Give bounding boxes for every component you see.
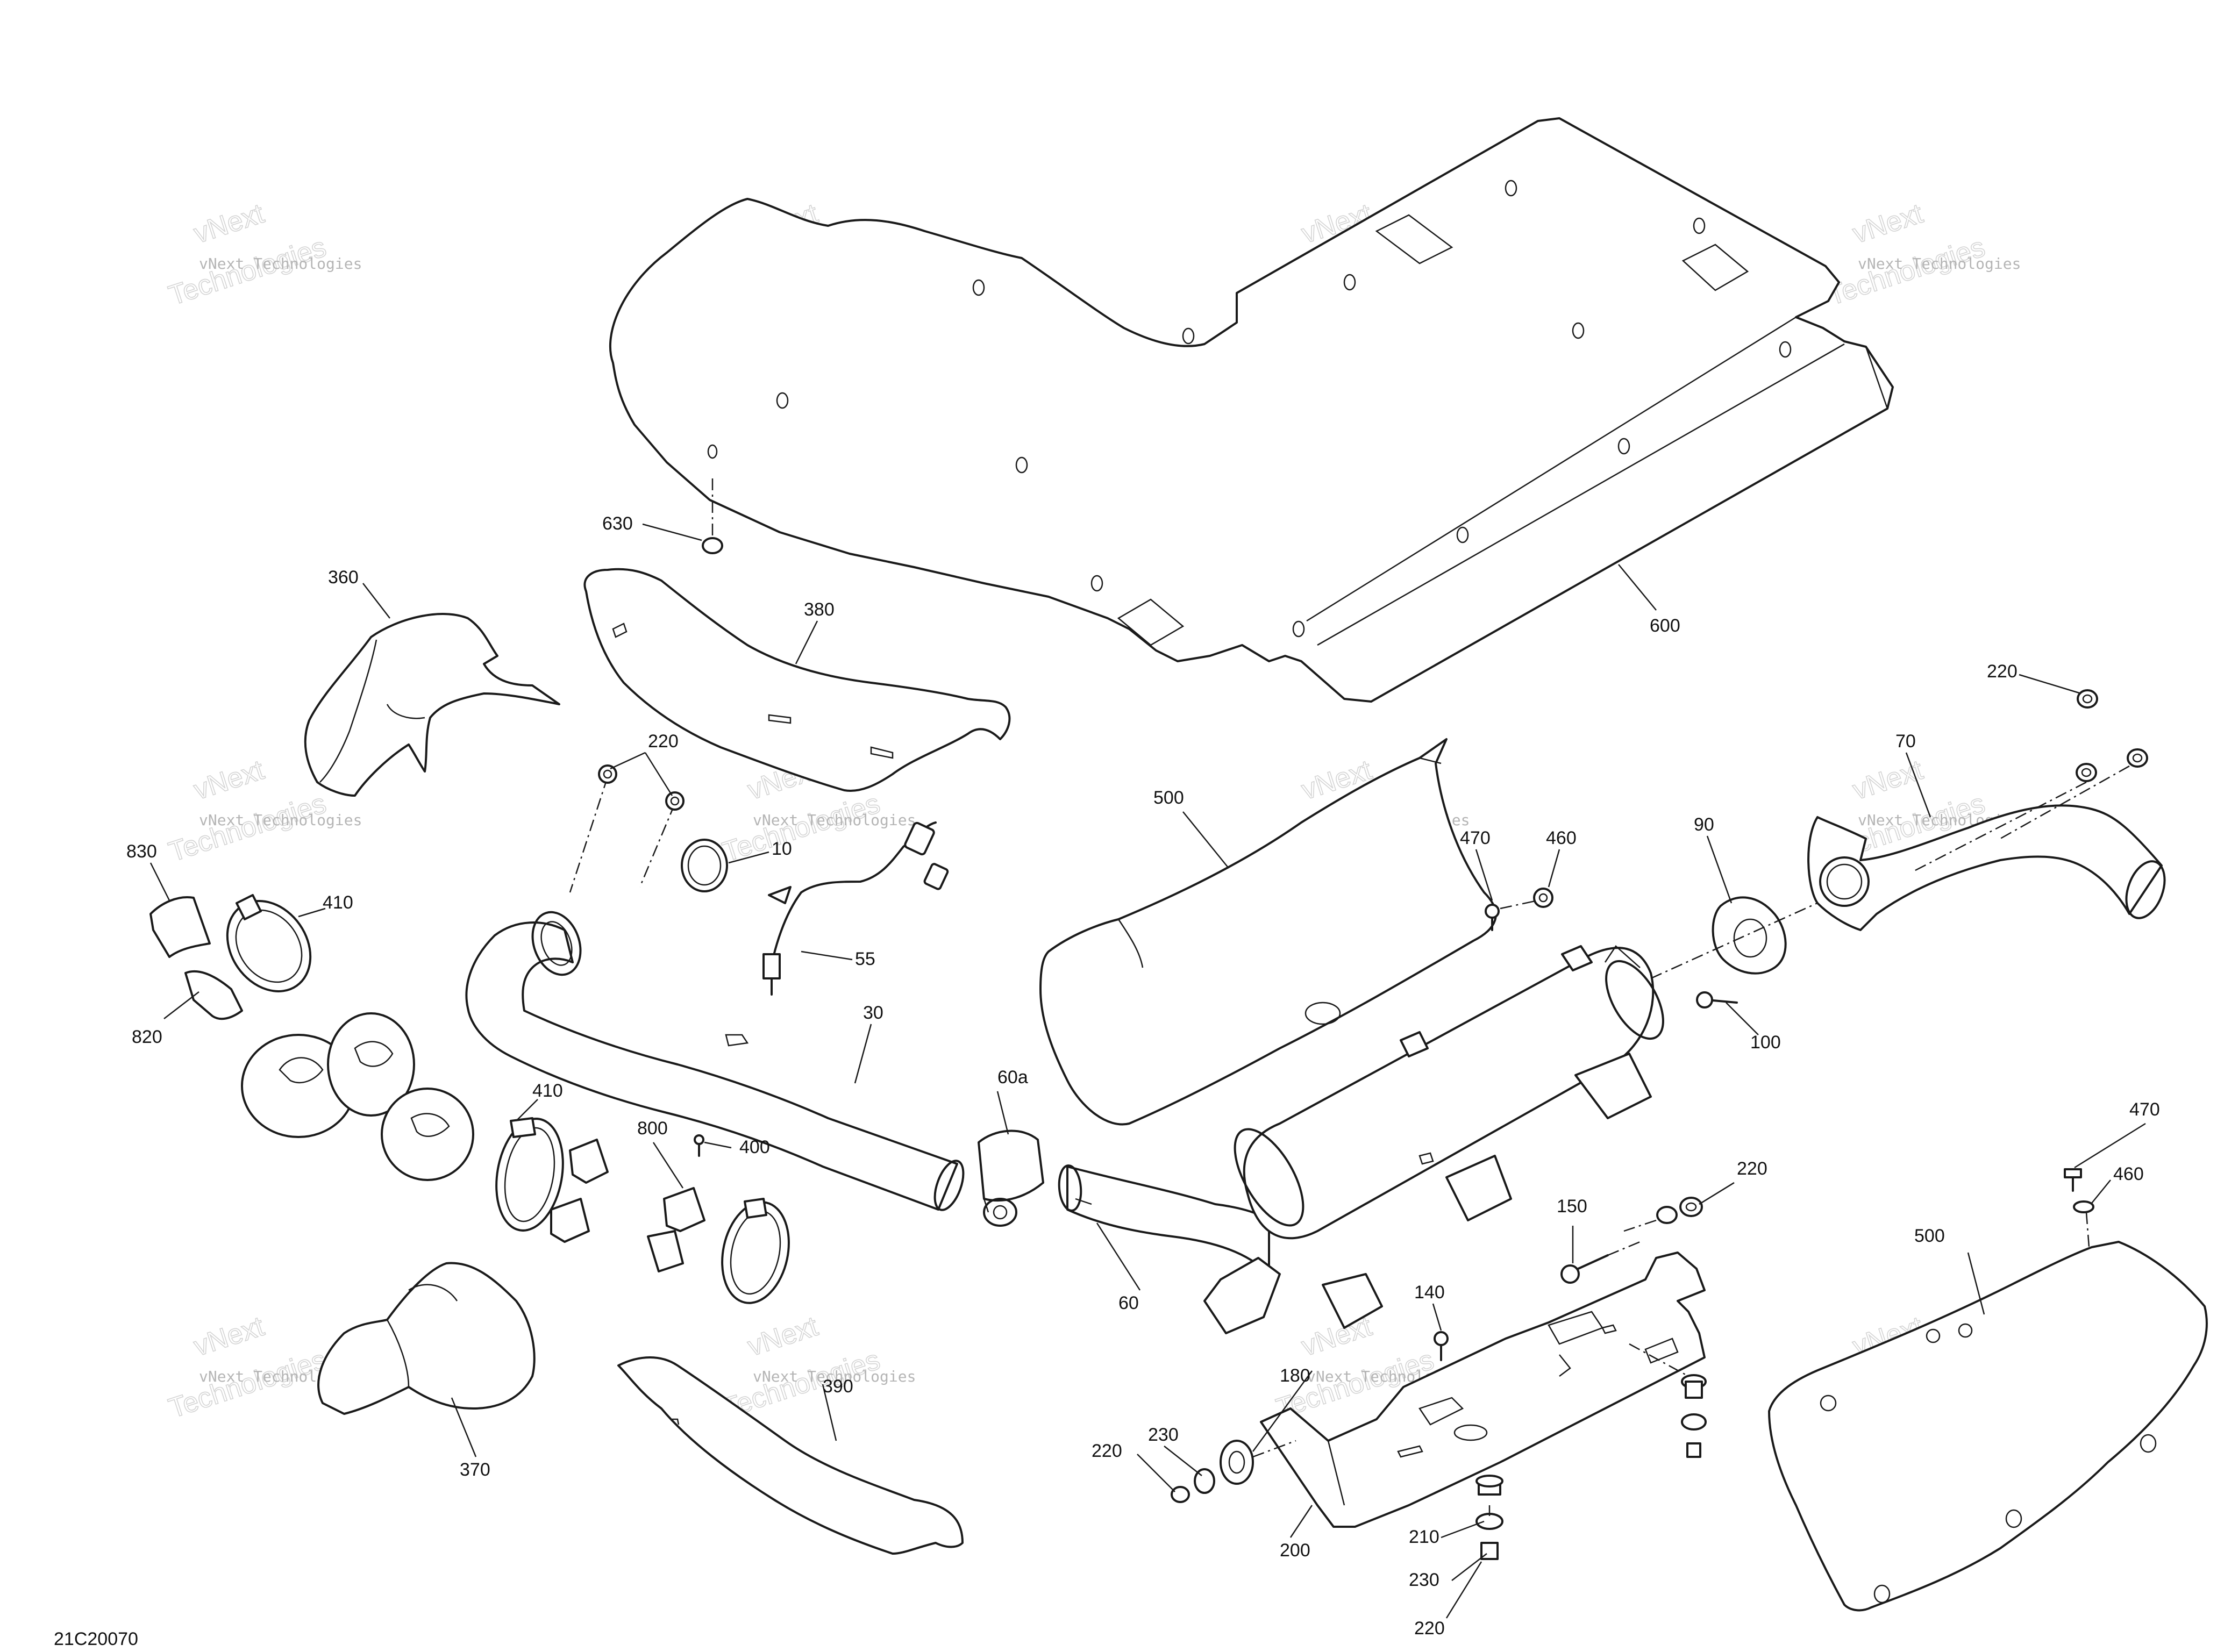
svg-text:vNext Technologies: vNext Technologies [753,1368,916,1385]
watermark: vNext Technologies vNext Technologies [165,197,362,312]
callout-60a: 60a [997,1067,1028,1088]
callout-210: 210 [1409,1527,1439,1547]
plate-fastener-bosses [707,180,1792,638]
callout-140: 140 [1414,1282,1445,1303]
svg-text:vNext: vNext [1849,754,1927,806]
callout-800: 800 [637,1118,668,1139]
callout-220-lower: 220 [1414,1618,1445,1639]
muffler [1203,945,1664,1334]
lower-heat-shield-370 [317,1262,536,1415]
clamp-410-upper [226,894,312,992]
callout-630: 630 [602,513,633,534]
callout-460: 460 [1546,828,1577,848]
callout-220: 220 [648,731,679,752]
callout-180: 180 [1280,1365,1310,1386]
callout-90: 90 [1694,814,1714,835]
callout-360: 360 [328,567,359,588]
lower-pipe-heat-shield-390 [617,1356,964,1555]
svg-text:vNext: vNext [1849,198,1927,249]
bolt-100 [1696,991,1738,1009]
dash-line-470-460 [1500,899,1538,910]
callout-230-lower: 230 [1409,1570,1439,1590]
callout-470-lower: 470 [2129,1099,2160,1120]
callout-830: 830 [126,841,157,862]
clamp-410-lower [495,1117,564,1232]
muffler-heat-shield-500-lower [1768,1241,2208,1612]
nut-220-pipe-flange [569,764,685,893]
callout-60: 60 [1118,1293,1139,1313]
svg-text:vNext Technologies: vNext Technologies [753,811,916,829]
nut-220-tailpipe [1914,689,2148,872]
clip-820 [184,970,243,1020]
callout-600: 600 [1650,616,1680,636]
drawing-id: 21C20070 [54,1629,138,1649]
gasket-10 [681,839,728,892]
mounting-bracket-200 [1260,1251,1706,1528]
callout-410: 410 [323,892,353,913]
washer-460-upper [1533,888,1553,908]
callout-labels: 630 600 360 380 220 10 830 410 820 55 50… [126,513,2160,1639]
tailpipe-70 [1807,804,2166,931]
bracket-800 [550,1139,705,1272]
heat-shield-plate-600 [609,117,1894,703]
svg-text:vNext Technologies: vNext Technologies [199,811,362,829]
callout-70: 70 [1895,731,1916,752]
callout-150: 150 [1557,1196,1587,1217]
callout-410-lower: 410 [532,1081,563,1101]
rear-pipe-60 [1058,1164,1270,1275]
callout-30: 30 [863,1003,883,1023]
callout-500: 500 [1153,788,1184,808]
clip-830 [149,896,211,958]
screw-470-upper [1485,904,1500,931]
callout-230: 230 [1148,1425,1179,1445]
grommet-230-left [1171,1440,1296,1503]
callout-370: 370 [460,1460,490,1480]
callout-460-lower: 460 [2113,1164,2144,1184]
svg-text:vNext: vNext [744,1311,822,1362]
svg-text:vNext: vNext [190,198,268,249]
callout-400: 400 [739,1137,770,1157]
callout-55: 55 [855,949,875,969]
oxygen-sensor-55 [762,821,949,996]
callout-820: 820 [132,1027,162,1047]
callout-200: 200 [1280,1540,1310,1561]
watermark: vNext Technologies vNext Technologies [718,1310,916,1425]
screw-470-lower [2064,1168,2082,1192]
callout-220-bracket: 220 [1737,1158,1767,1179]
dash-line-lower-shield [2085,1212,2090,1248]
fastener-stack-right [1629,1343,1707,1458]
callout-220-tailpipe: 220 [1987,661,2018,682]
pipe-heat-shield-380 [583,568,1011,792]
callout-10: 10 [772,839,792,859]
leader-lines [149,523,2146,1619]
callout-390: 390 [823,1376,853,1397]
screw-400 [694,1134,704,1157]
clamp-800-side [721,1198,790,1304]
callout-100: 100 [1750,1032,1781,1053]
heat-guard-360 [304,613,560,797]
gasket-flange-90 [1712,896,1787,975]
callout-470: 470 [1460,828,1491,848]
muffler-heat-shield-500-upper [1039,738,1497,1126]
svg-text:vNext: vNext [190,754,268,806]
callout-220-left: 220 [1092,1441,1122,1461]
push-rivet-630 [702,478,723,554]
flange-adapter-group [241,1012,474,1181]
washer-460-lower [2073,1200,2094,1213]
watermark: vNext Technologies vNext Technologies [1823,197,2021,312]
header-pipe-30 [465,911,965,1211]
svg-text:vNext Technologies: vNext Technologies [1858,255,2021,273]
bolt-150 [1560,1241,1641,1284]
nut-220-bracket [1623,1197,1703,1232]
callout-380: 380 [804,599,835,620]
fastener-stack-210-230-220 [1475,1475,1503,1560]
svg-text:vNext Technologies: vNext Technologies [199,255,362,273]
screw-140 [1434,1331,1449,1361]
callout-500-lower: 500 [1914,1226,1945,1246]
svg-text:vNext: vNext [1298,1311,1376,1362]
svg-text:vNext: vNext [190,1311,268,1362]
band-clamp-60a [978,1129,1044,1227]
